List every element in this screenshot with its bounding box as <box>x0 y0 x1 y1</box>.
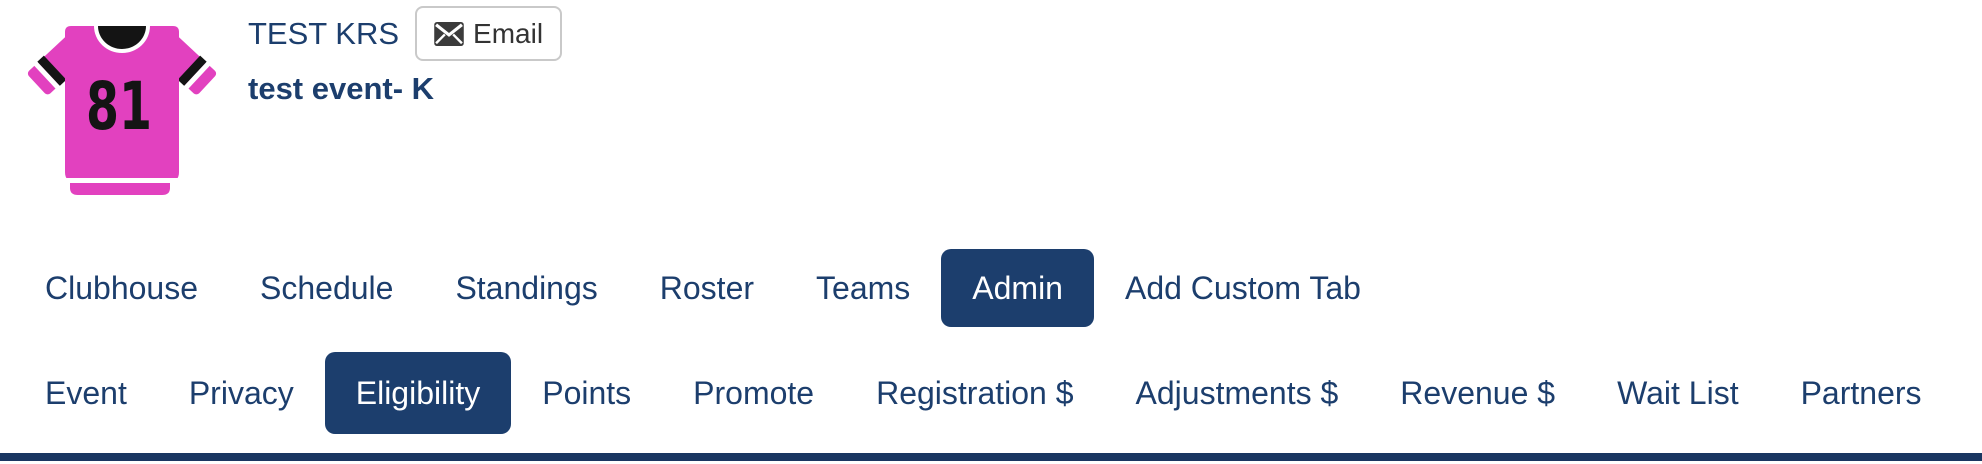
sub-tab-adjustments[interactable]: Adjustments $ <box>1135 374 1339 411</box>
jersey-number: 81 <box>86 68 152 145</box>
main-tab-schedule[interactable]: Schedule <box>260 269 394 306</box>
email-button-label: Email <box>473 17 544 49</box>
sub-tab-privacy[interactable]: Privacy <box>188 374 294 411</box>
team-name: TEST KRS <box>248 15 400 51</box>
jersey-icon: 81 <box>27 26 217 195</box>
main-tab-admin[interactable]: Admin <box>941 249 1094 327</box>
sub-tab-eligibility[interactable]: Eligibility <box>324 352 512 434</box>
sub-tab-registration[interactable]: Registration $ <box>876 374 1074 411</box>
email-button[interactable]: Email <box>415 6 563 61</box>
main-tab-add-custom-tab[interactable]: Add Custom Tab <box>1124 269 1361 306</box>
main-nav: Clubhouse Schedule Standings Roster Teams Adm… <box>14 249 1392 327</box>
sub-tab-wait-list[interactable]: Wait List <box>1617 374 1739 411</box>
event-name: test event- K <box>248 71 435 106</box>
main-tab-standings[interactable]: Standings <box>455 269 598 306</box>
header-block: TEST KRS Email test event- K <box>248 6 563 107</box>
sub-nav: Event Privacy Eligibility Points Promote Regi… <box>14 352 1953 434</box>
sub-tab-revenue[interactable]: Revenue $ <box>1400 374 1556 411</box>
bottom-divider <box>0 453 1982 461</box>
main-tab-teams[interactable]: Teams <box>816 269 911 306</box>
email-icon <box>434 21 464 46</box>
sub-tab-event[interactable]: Event <box>45 374 127 411</box>
sub-tab-promote[interactable]: Promote <box>693 374 815 411</box>
main-tab-clubhouse[interactable]: Clubhouse <box>45 269 198 306</box>
sub-tab-points[interactable]: Points <box>542 374 632 411</box>
main-tab-roster[interactable]: Roster <box>659 269 755 306</box>
sub-tab-partners[interactable]: Partners <box>1800 374 1922 411</box>
